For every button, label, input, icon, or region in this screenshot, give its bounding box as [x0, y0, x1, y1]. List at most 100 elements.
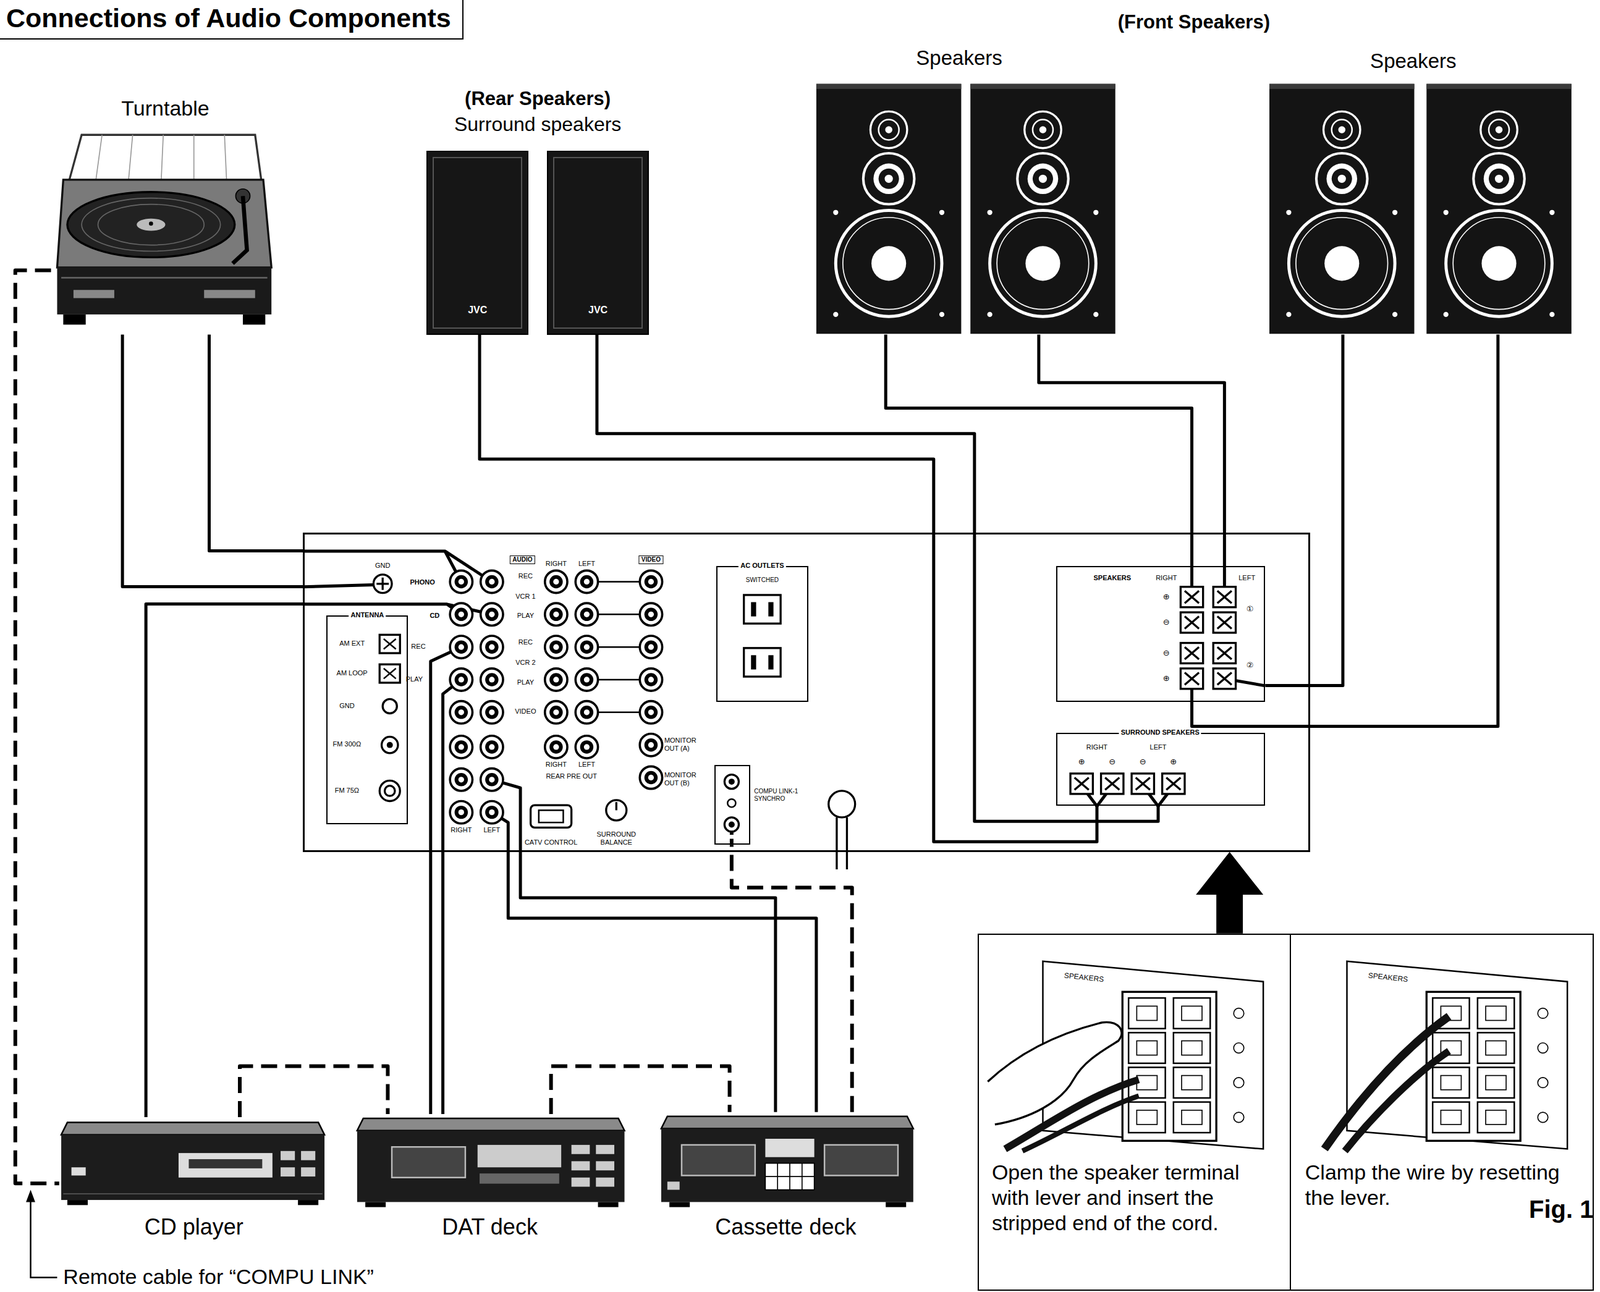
receiver-jacks [449, 800, 473, 824]
dat-deck-drawing [598, 1202, 619, 1207]
audio-cable [208, 334, 303, 552]
terminal-illustration [1432, 1102, 1469, 1134]
cd-player-drawing [300, 1151, 316, 1161]
cassette-deck-drawing [824, 1145, 898, 1177]
terminal-illustration [1122, 991, 1217, 1141]
receiver-jacks [598, 581, 641, 712]
receiver-jacks [1180, 643, 1203, 664]
surround-terminals: SURROUND SPEAKERSRIGHTLEFT⊕⊖⊖⊕ [1056, 732, 1266, 807]
receiver-jacks [530, 805, 572, 828]
device-label: Cassette deck [715, 1214, 856, 1241]
receiver-jacks [382, 698, 397, 714]
receiver-jacks [744, 595, 781, 624]
terminal-illustration [1537, 1077, 1549, 1089]
device-label: DAT deck [441, 1214, 538, 1241]
jack-label: MONITOR OUT (B) [664, 771, 712, 788]
group-heading: Surround speakers [454, 112, 622, 136]
diagram-title: Connections of Audio Components [0, 0, 464, 40]
cassette-deck-drawing [765, 1163, 814, 1191]
cd-player-drawing [280, 1167, 295, 1177]
turntable-drawing [232, 195, 247, 264]
receiver-jacks [1162, 773, 1185, 795]
turntable-drawing [56, 267, 272, 315]
turntable-drawing [69, 134, 261, 180]
receiver-jacks [828, 791, 856, 818]
cassette-deck-drawing [661, 1116, 914, 1208]
front-speakers [970, 84, 1115, 335]
receiver-jacks [724, 774, 739, 790]
receiver-jacks [639, 635, 662, 659]
terminal-illustration [1233, 1008, 1245, 1020]
terminal-label: LEFT [1150, 744, 1167, 753]
device-label: Speakers [915, 45, 1002, 71]
speaker-terminals: SPEAKERSRIGHTLEFT①②⊕⊖⊖⊕ [1056, 566, 1266, 703]
terminal-label: FM 75Ω [334, 786, 360, 795]
dat-deck-drawing [595, 1145, 615, 1155]
receiver-panel: GNDPHONOCDRECPLAYAUDIORIGHTLEFTVIDEORECV… [302, 532, 1311, 853]
jack-label: PLAY [517, 678, 534, 687]
receiver-jacks [545, 736, 568, 759]
receiver-jacks [1070, 773, 1093, 795]
terminal-illustration [1344, 1051, 1449, 1152]
receiver-jacks [545, 603, 568, 626]
jack-label: REAR PRE OUT [545, 772, 597, 781]
receiver-jacks [379, 634, 400, 654]
device-label: Speakers [1370, 48, 1457, 74]
audio-cable [441, 852, 445, 1115]
jack-label: LEFT [483, 826, 500, 835]
speaker-wire [479, 334, 1097, 843]
cd-player-drawing [280, 1151, 295, 1161]
terminal-label: ⊕ [1163, 673, 1170, 684]
jack-label: VIDEO [514, 708, 536, 717]
receiver-jacks [379, 780, 400, 801]
speaker-wire [1192, 334, 1499, 727]
receiver-jacks [480, 570, 504, 593]
terminal-illustration [1233, 1112, 1245, 1123]
receiver-jacks [480, 736, 504, 759]
receiver-jacks [381, 736, 398, 753]
cassette-deck-drawing [669, 1202, 690, 1207]
receiver-jacks [373, 570, 1236, 870]
ground-wire [122, 334, 303, 588]
receiver-jacks [575, 701, 598, 724]
cd-player-drawing [61, 1122, 325, 1206]
receiver-jacks [575, 603, 598, 626]
figure-number: Fig. 1 [1528, 1194, 1594, 1225]
dat-deck: DAT deck [355, 1114, 627, 1242]
terminal-illustration [1537, 1043, 1549, 1054]
receiver-jacks [449, 736, 473, 759]
turntable-drawing [203, 289, 256, 298]
receiver-jacks [615, 802, 618, 811]
receiver-jacks [639, 570, 662, 593]
terminal-illustration [1173, 1067, 1211, 1099]
group-heading: (Rear Speakers) [464, 87, 611, 111]
turntable-drawing [95, 134, 227, 180]
turntable-drawing [148, 221, 154, 227]
terminal-illustration [1477, 1102, 1515, 1134]
receiver-jacks [768, 602, 774, 617]
receiver-jacks [575, 736, 598, 759]
receiver-wiring [302, 584, 374, 587]
receiver-jacks [480, 635, 504, 659]
cassette-deck-drawing [765, 1163, 814, 1191]
receiver-jacks [480, 768, 504, 792]
speaker-group: (Front Speakers)SpeakersSpeakers [805, 4, 1582, 337]
jack-label: CD [429, 612, 440, 621]
receiver-jacks [449, 768, 473, 792]
jack-label: VIDEO [639, 555, 664, 565]
cd-player-drawing [61, 1134, 325, 1201]
cassette-deck-drawing [667, 1181, 680, 1190]
terminal-illustration [1128, 998, 1165, 1029]
turntable-drawing [98, 204, 205, 246]
receiver-wiring [729, 831, 734, 845]
receiver-jacks [449, 701, 473, 724]
receiver-jacks [1180, 612, 1203, 633]
panel-label: SPEAKERS [1367, 970, 1409, 984]
terminal-illustration [1477, 1067, 1515, 1099]
receiver-jacks [639, 603, 662, 626]
cassette-deck-drawing [681, 1145, 756, 1177]
receiver-jacks [545, 701, 568, 724]
turntable-drawing [63, 314, 86, 326]
